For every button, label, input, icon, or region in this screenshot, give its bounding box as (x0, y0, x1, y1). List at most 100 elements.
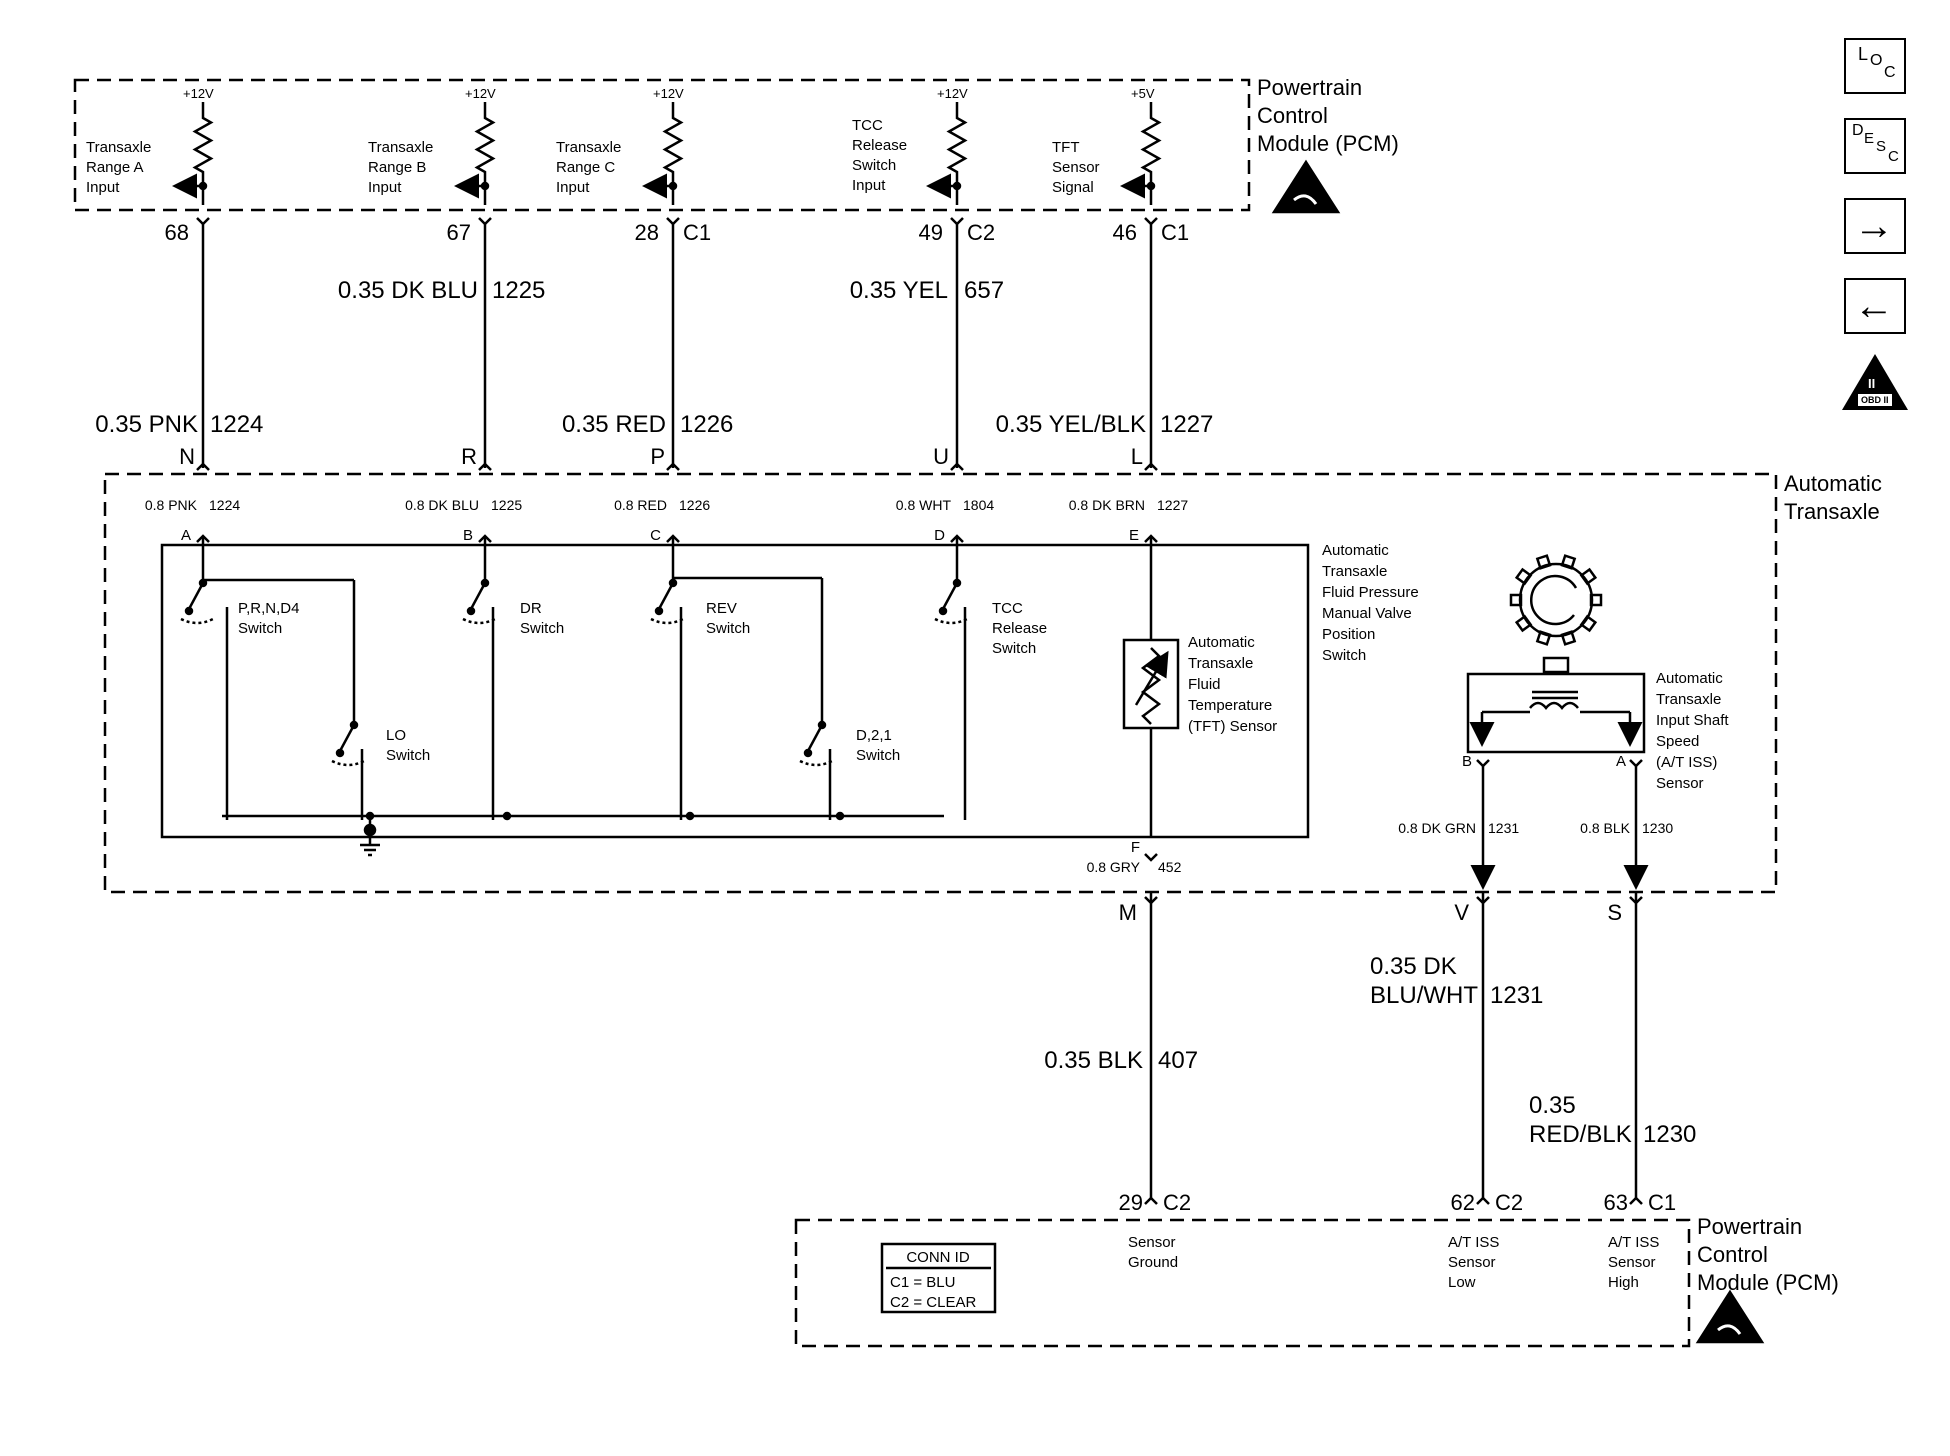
pcm-bottom-title: Module (PCM) (1697, 1270, 1839, 1295)
switch-label: Switch (706, 620, 750, 637)
internal-wire-label: 0.8 DK BLU (405, 497, 479, 513)
junction-dot (1146, 181, 1156, 191)
switch-4-contact (335, 748, 345, 758)
location-button[interactable]: L O C (1844, 38, 1906, 94)
iss-label: Input Shaft (1656, 712, 1729, 729)
circuit-number: 1230 (1643, 1121, 1696, 1148)
internal-circuit: 1231 (1488, 820, 1519, 836)
connector-id: C1 (1161, 220, 1189, 245)
pcm-input-label: Input (368, 179, 402, 196)
internal-pin: B (463, 527, 473, 544)
circuit-number: 1224 (210, 411, 263, 438)
internal-circuit: 1227 (1157, 497, 1188, 513)
wire-color-label: 0.35 DK (1370, 953, 1457, 980)
transaxle-connector-symbol (478, 462, 492, 471)
circuit-number: 1225 (492, 277, 545, 304)
wire-color-label: 0.35 DK BLU (338, 277, 478, 304)
pcm-pin-label: Low (1448, 1274, 1476, 1291)
iss-label: Speed (1656, 733, 1699, 750)
obd-ii-button[interactable]: II OBD II (1840, 352, 1910, 412)
pcm-input-label: TFT (1052, 139, 1080, 156)
switch-label: TCC (992, 600, 1023, 617)
esd-warning-icon-hand (1293, 194, 1318, 205)
junction-dot (835, 811, 845, 821)
switch-2-contact (654, 606, 664, 616)
switch-2-blade (657, 582, 675, 610)
switch-1-blade (469, 582, 487, 610)
gear-tooth (1535, 554, 1552, 570)
obd-ii-icon (1842, 354, 1908, 410)
wire-color-label: RED/BLK (1529, 1121, 1632, 1148)
switch-label: Switch (238, 620, 282, 637)
gear-tooth (1579, 567, 1598, 586)
description-button[interactable]: D E S C (1844, 118, 1906, 174)
switch-0-contact (184, 606, 194, 616)
gear-tooth (1579, 614, 1598, 633)
pin-number: 46 (1113, 220, 1137, 245)
switch-label: Switch (992, 640, 1036, 657)
pcm-pin-connector (1476, 1196, 1490, 1205)
resistor-symbol (946, 110, 968, 180)
pcm-pin-label: A/T ISS (1448, 1234, 1499, 1251)
resistor-symbol (1140, 110, 1162, 180)
tft-sensor-icon (1122, 638, 1180, 730)
transaxle-connector-pin: N (179, 444, 195, 469)
pcm-input-label: TCC (852, 117, 883, 134)
internal-pin: C (650, 527, 661, 544)
transaxle-connector-symbol (1144, 462, 1158, 471)
gear-tooth (1509, 593, 1523, 607)
pcm-pin-connector (950, 217, 964, 226)
connector-id: C1 (683, 220, 711, 245)
bottom-connector-pin: M (1119, 900, 1137, 925)
switch-label: P,R,N,D4 (238, 600, 299, 617)
gear-tooth (1514, 567, 1533, 586)
tft-label: (TFT) Sensor (1188, 718, 1277, 735)
next-page-button[interactable]: → (1844, 198, 1906, 254)
pcm-bottom-title: Powertrain (1697, 1214, 1802, 1239)
resistor-symbol (662, 110, 684, 180)
switch-label: D,2,1 (856, 727, 892, 744)
internal-pin: A (181, 527, 191, 544)
pcm-pin-connector (1144, 217, 1158, 226)
pcm-input-label: Input (86, 179, 120, 196)
gear-tooth (1560, 554, 1577, 570)
junction-dot (668, 181, 678, 191)
internal-wire-label: 0.8 PNK (145, 497, 198, 513)
pcm-input-label: Transaxle (556, 139, 621, 156)
iss-label: Sensor (1656, 775, 1704, 792)
internal-pin: A (1616, 753, 1626, 770)
wire-color-label: 0.35 BLK (1044, 1047, 1143, 1074)
iss-label: Transaxle (1656, 691, 1721, 708)
internal-pin: B (1462, 753, 1472, 770)
previous-page-button[interactable]: ← (1844, 278, 1906, 334)
circuit-number: 1227 (1160, 411, 1213, 438)
connector-id: C1 (1648, 1190, 1676, 1215)
pcm-top-title: Powertrain (1257, 75, 1362, 100)
arrow-left-icon: ← (1854, 284, 1894, 328)
internal-pin: F (1131, 839, 1140, 856)
switch-label: Release (992, 620, 1047, 637)
pressure-switch-box (160, 543, 1310, 839)
switch-label: Switch (856, 747, 900, 764)
switch-label: DR (520, 600, 542, 617)
voltage-label: +5V (1131, 86, 1155, 101)
conn-id-box (880, 1242, 997, 1314)
pcm-input-label: Input (556, 179, 590, 196)
gear-tooth (1514, 614, 1533, 633)
pcm-pin-label: Ground (1128, 1254, 1178, 1271)
switch-4-linkage (331, 759, 365, 767)
switch-0-linkage (180, 617, 214, 625)
pcm-input-label: Release (852, 137, 907, 154)
switch-1-linkage (462, 617, 496, 625)
tft-label: Transaxle (1188, 655, 1253, 672)
transaxle-box (103, 472, 1778, 894)
pin-number: 29 (1119, 1190, 1143, 1215)
pcm-pin-label: Sensor (1128, 1234, 1176, 1251)
circuit-number: 1226 (680, 411, 733, 438)
pcm-top-title: Module (PCM) (1257, 131, 1399, 156)
esd-warning-icon (1695, 1289, 1765, 1344)
junction-dot (685, 811, 695, 821)
transaxle-connector-symbol (196, 462, 210, 471)
pcm-input-label: Signal (1052, 179, 1094, 196)
pcm-bottom-title: Control (1697, 1242, 1768, 1267)
